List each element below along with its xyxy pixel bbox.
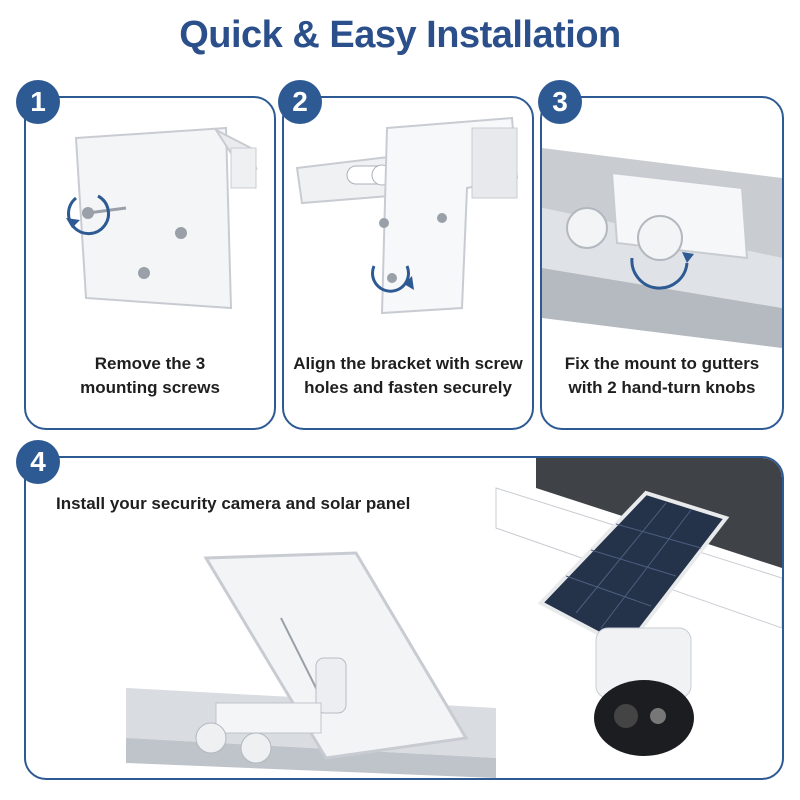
step-2-caption-line-1: Align the bracket with screw [293, 354, 523, 373]
step-1-badge: 1 [16, 80, 60, 124]
bracket-screws-icon [66, 126, 258, 310]
step-3-caption: Fix the mount to gutters with 2 hand-tur… [542, 352, 782, 400]
step-4-caption: Install your security camera and solar p… [56, 494, 411, 513]
step-3-badge: 3 [538, 80, 582, 124]
step-1-caption-line-2: mounting screws [80, 378, 220, 397]
step-3-caption-line-1: Fix the mount to gutters [564, 354, 760, 373]
step-3-caption-line-2: with 2 hand-turn knobs [568, 378, 756, 397]
page-title: Quick & Easy Installation [179, 14, 621, 56]
step-1-card: Remove the 3 mounting screws [24, 96, 276, 430]
camera-solar-panel-icon [126, 458, 782, 778]
gutter-knob-icon [542, 148, 782, 348]
step-4-badge: 4 [16, 440, 60, 484]
step-4-card: Install your security camera and solar p… [24, 456, 784, 780]
step-1-caption-line-1: Remove the 3 [94, 354, 206, 373]
bracket-align-icon [295, 116, 519, 315]
step-2-badge: 2 [278, 80, 322, 124]
step-2-card: Align the bracket with screw holes and f… [282, 96, 534, 430]
step-3-card: Fix the mount to gutters with 2 hand-tur… [540, 96, 784, 430]
step-2-caption: Align the bracket with screw holes and f… [284, 352, 532, 400]
step-2-caption-line-2: holes and fasten securely [304, 378, 512, 397]
step-1-caption: Remove the 3 mounting screws [26, 352, 274, 400]
